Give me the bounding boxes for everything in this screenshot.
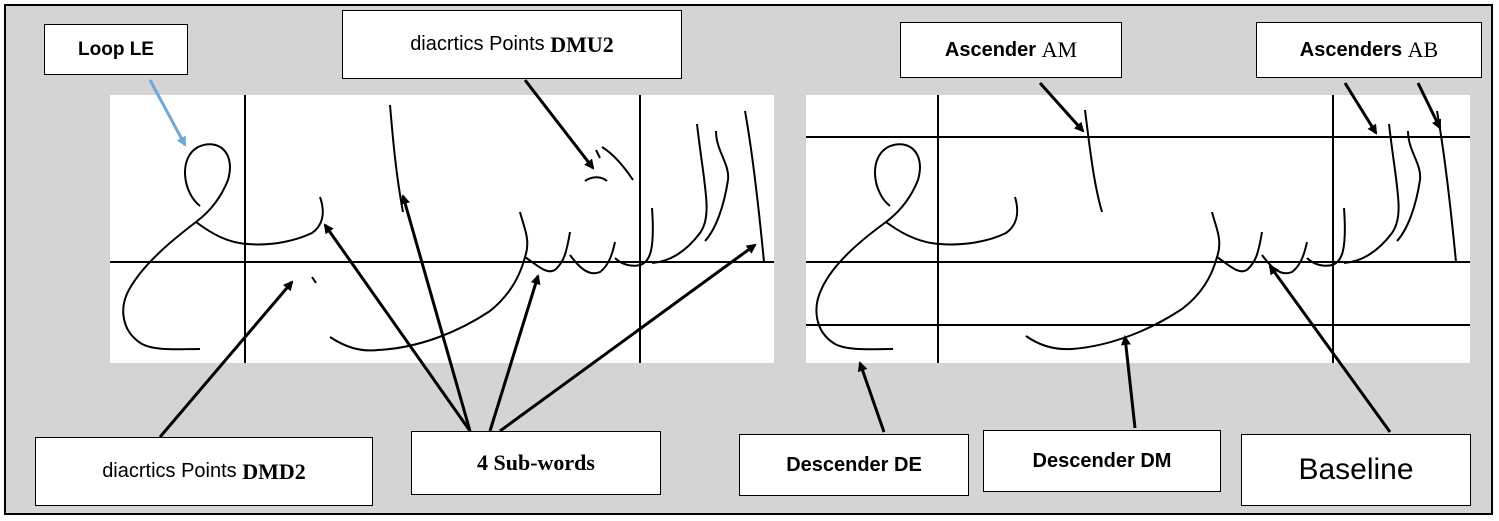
right-arrows [857, 81, 1442, 433]
label-dmu2: diacrtics Points DMU2 [342, 10, 682, 79]
arrow-subword-3 [488, 274, 541, 432]
label-descender-de-text: Descender DE [786, 453, 922, 476]
label-dmd2-code: DMD2 [242, 458, 306, 484]
left-loop-stroke [122, 143, 231, 351]
arrow-dmu2 [523, 79, 595, 170]
arrow-descender-dm [1120, 335, 1137, 429]
right-guide-lines [806, 95, 1470, 363]
right-handwriting-panel [806, 95, 1470, 363]
right-loop-stroke [815, 143, 921, 351]
left-loop-tail [195, 196, 324, 246]
label-ascender-am-prefix: Ascender [944, 38, 1042, 61]
label-ascender-am-code: AM [1041, 37, 1078, 62]
arrow-ascenders-ab-2 [1416, 82, 1442, 130]
arrow-descender-de [857, 361, 886, 433]
label-descender-dm: Descender DM [983, 430, 1221, 492]
right-main-body [1025, 110, 1457, 351]
left-diacritic-dot [311, 276, 317, 284]
label-descender-de: Descender DE [739, 434, 969, 496]
left-handwriting-panel [110, 95, 774, 363]
left-diacritic-top [584, 146, 634, 182]
left-tall-stroke [389, 104, 404, 213]
label-ascenders-ab-code: AB [1407, 37, 1439, 62]
label-ascenders-ab: Ascenders AB [1256, 22, 1482, 78]
arrow-ascender-am [1038, 81, 1085, 133]
label-sub-words: 4 Sub-words [411, 431, 661, 495]
label-ascenders-ab-prefix: Ascenders [1299, 38, 1408, 61]
arrow-subword-4 [499, 243, 757, 433]
label-baseline-text: Baseline [1298, 453, 1414, 486]
label-loop-le-text: Loop LE [78, 38, 154, 60]
arrow-dmd2 [158, 280, 294, 438]
label-baseline: Baseline [1241, 434, 1471, 506]
label-dmd2-prefix: diacrtics Points [102, 460, 243, 482]
label-ascender-am: Ascender AM [900, 22, 1122, 78]
label-descender-dm-text: Descender DM [1032, 449, 1172, 472]
left-handwriting [122, 104, 765, 352]
label-sub-words-text: 4 Sub-words [477, 450, 595, 475]
left-arrows [148, 79, 757, 438]
right-ascender-am [1084, 109, 1103, 213]
left-guide-lines [110, 95, 774, 363]
right-handwriting [815, 109, 1457, 351]
arrow-subword-2 [400, 194, 472, 432]
arrow-ascenders-ab-1 [1343, 82, 1378, 135]
left-main-body [329, 110, 765, 352]
arrow-baseline [1268, 264, 1392, 433]
label-dmu2-prefix: diacrtics Points [410, 33, 551, 55]
label-loop-le: Loop LE [44, 24, 188, 75]
right-loop-tail [885, 196, 1019, 246]
arrow-subword-1 [323, 223, 472, 432]
arrow-loop-le [148, 79, 187, 147]
label-dmu2-code: DMU2 [550, 31, 614, 57]
label-dmd2: diacrtics Points DMD2 [35, 437, 373, 506]
